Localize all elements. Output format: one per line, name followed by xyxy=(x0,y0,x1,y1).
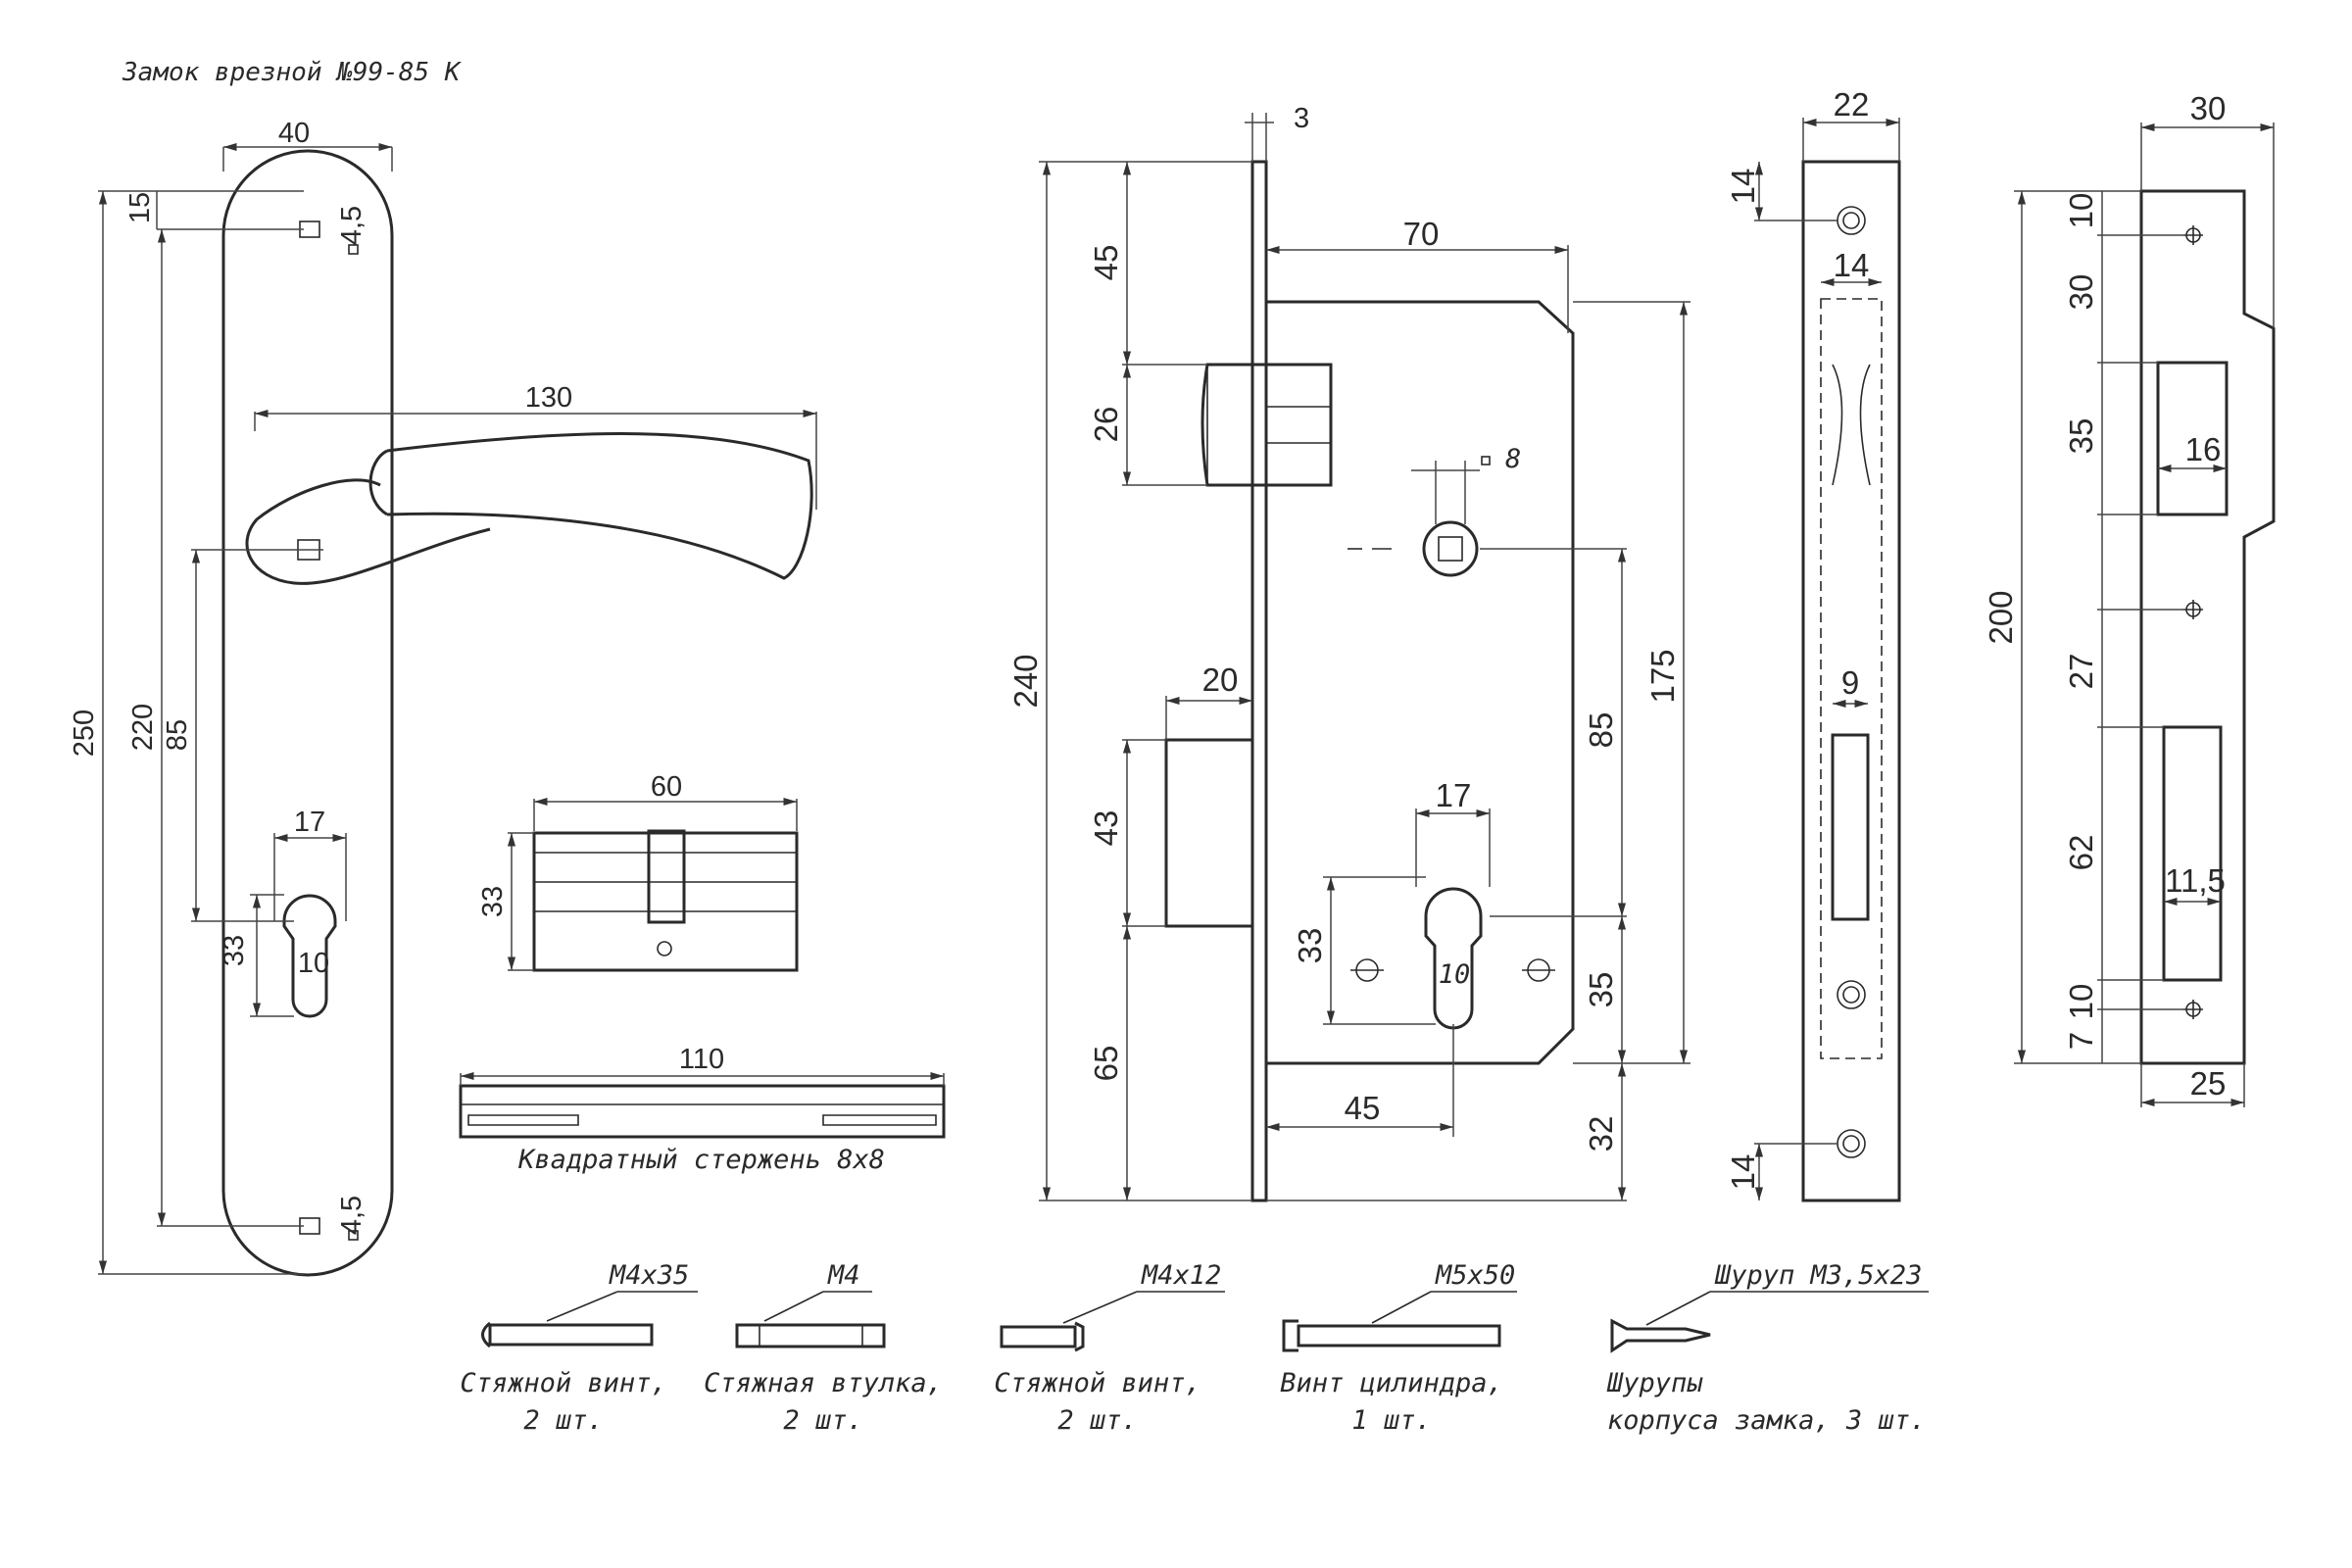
hardware-spec: M4x35 xyxy=(609,1260,689,1291)
dim-cyl-cut-width: 17 xyxy=(1436,777,1472,813)
hardware-item-screw-m4x12: M4x12 Стяжной винт, 2 шт. xyxy=(994,1260,1225,1436)
dim-faceplate-screw-bottom: 14 xyxy=(1725,1154,1761,1191)
hardware-spec: Шуруп М3,5х23 xyxy=(1714,1260,1922,1291)
dim-strike-bottom-width: 25 xyxy=(2190,1065,2227,1102)
dim-cyl-to-bottom: 35 xyxy=(1583,972,1619,1008)
hardware-qty: 2 шт. xyxy=(1057,1405,1137,1436)
dim-holes-span: 220 xyxy=(127,704,159,751)
dim-cyl-neck: 10 xyxy=(298,948,329,979)
dim-plate-width: 40 xyxy=(278,118,310,149)
dim-backset: 70 xyxy=(1403,216,1440,252)
dim-axis-to-cylinder: 85 xyxy=(162,719,193,751)
dim-spindle-square: 8 xyxy=(1505,444,1521,474)
lock-body: 3 240 45 26 70 8 20 43 65 175 85 xyxy=(1007,103,1690,1202)
dim-cyl-cut-neck: 10 xyxy=(1439,959,1471,990)
dim-cyl-cut-height: 33 xyxy=(1292,928,1328,964)
dim-strike-top: 10 xyxy=(2063,193,2099,229)
dim-rod-length: 110 xyxy=(679,1044,724,1075)
dim-bolt-height: 43 xyxy=(1088,810,1124,847)
hardware-name: Стяжной винт, xyxy=(460,1368,666,1398)
dim-latch-slot-width-strike: 16 xyxy=(2185,431,2222,467)
dim-cyl-width: 17 xyxy=(294,807,325,838)
lock-faceplate: 22 14 14 9 14 xyxy=(1725,86,1901,1202)
dim-hole-top: 4,5 xyxy=(336,206,368,245)
euro-cylinder: 60 33 xyxy=(477,771,799,972)
dim-bolt-slot: 62 xyxy=(2063,835,2099,871)
dim-strike-bottom-a: 10 xyxy=(2063,984,2099,1020)
drawing-title: Замок врезной №99-85 К xyxy=(122,58,463,87)
dim-latch-slot: 35 xyxy=(2063,418,2099,455)
hardware-qty: 2 шт. xyxy=(523,1405,603,1436)
dim-strike-length: 200 xyxy=(1983,590,2019,644)
square-rod: 110 Квадратный стержень 8х8 xyxy=(459,1044,946,1175)
dim-latch-slot-width: 14 xyxy=(1834,247,1870,283)
dim-top-to-latch: 45 xyxy=(1088,245,1124,281)
dim-faceplate-screw-top: 14 xyxy=(1725,169,1761,205)
dim-cyl-body-height: 33 xyxy=(477,886,509,917)
dim-strike-middle: 27 xyxy=(2063,654,2099,690)
dim-cyl-backset: 45 xyxy=(1345,1090,1381,1126)
dim-bolt-slot-width-strike: 11,5 xyxy=(2165,862,2226,899)
dim-plate-height: 250 xyxy=(69,710,100,757)
hardware-name: Стяжной винт, xyxy=(994,1368,1200,1398)
hardware-item-wood-screw: Шуруп М3,5х23 Шурупы корпуса замка, 3 шт… xyxy=(1606,1260,1929,1436)
dim-bolt-throw: 20 xyxy=(1202,662,1239,698)
dim-strike-bottom-b: 7 xyxy=(2063,1032,2099,1050)
hardware-name: Шурупы xyxy=(1606,1368,1703,1398)
hardware-spec: M4 xyxy=(827,1260,860,1291)
dim-centre-distance: 85 xyxy=(1583,712,1619,749)
dim-top-offset: 15 xyxy=(124,192,156,223)
dim-hole-bottom: 4,5 xyxy=(336,1196,368,1235)
dim-bolt-slot-width: 9 xyxy=(1841,664,1859,701)
dim-bottom-gap: 32 xyxy=(1583,1116,1619,1152)
dim-cyl-length: 60 xyxy=(651,771,682,803)
strike-plate: 30 200 10 30 35 27 62 10 7 16 11,5 25 xyxy=(1983,90,2276,1107)
dim-strike-width: 30 xyxy=(2190,90,2227,126)
hardware-spec: M4x12 xyxy=(1141,1260,1221,1291)
hardware-spec: M5x50 xyxy=(1435,1260,1515,1291)
dim-to-latch-slot: 30 xyxy=(2063,274,2099,311)
dim-lever-length: 130 xyxy=(525,382,572,414)
dim-faceplate-thickness: 3 xyxy=(1294,103,1309,134)
dim-body-height: 175 xyxy=(1644,649,1681,703)
dim-faceplate-width: 22 xyxy=(1834,86,1870,122)
hardware-item-screw-m4x35: M4x35 Стяжной винт, 2 шт. xyxy=(460,1260,698,1436)
dim-latch-height: 26 xyxy=(1088,407,1124,443)
dim-cyl-height: 33 xyxy=(219,935,250,966)
handle-plate: 40 250 220 15 4,5 4,5 130 85 17 33 10 xyxy=(69,118,817,1277)
hardware-qty: корпуса замка, 3 шт. xyxy=(1607,1405,1926,1436)
dim-bottom-offset: 65 xyxy=(1088,1046,1124,1082)
hardware-qty: 1 шт. xyxy=(1351,1405,1431,1436)
hardware-name: Стяжная втулка, xyxy=(704,1368,943,1398)
hardware-item-screw-m5x50: M5x50 Винт цилиндра, 1 шт. xyxy=(1280,1260,1517,1436)
hardware-name: Винт цилиндра, xyxy=(1280,1368,1503,1398)
dim-lock-height: 240 xyxy=(1007,654,1044,708)
rod-caption: Квадратный стержень 8х8 xyxy=(517,1145,885,1175)
hardware-qty: 2 шт. xyxy=(783,1405,862,1436)
hardware-item-sleeve-m4: M4 Стяжная втулка, 2 шт. xyxy=(704,1260,943,1436)
